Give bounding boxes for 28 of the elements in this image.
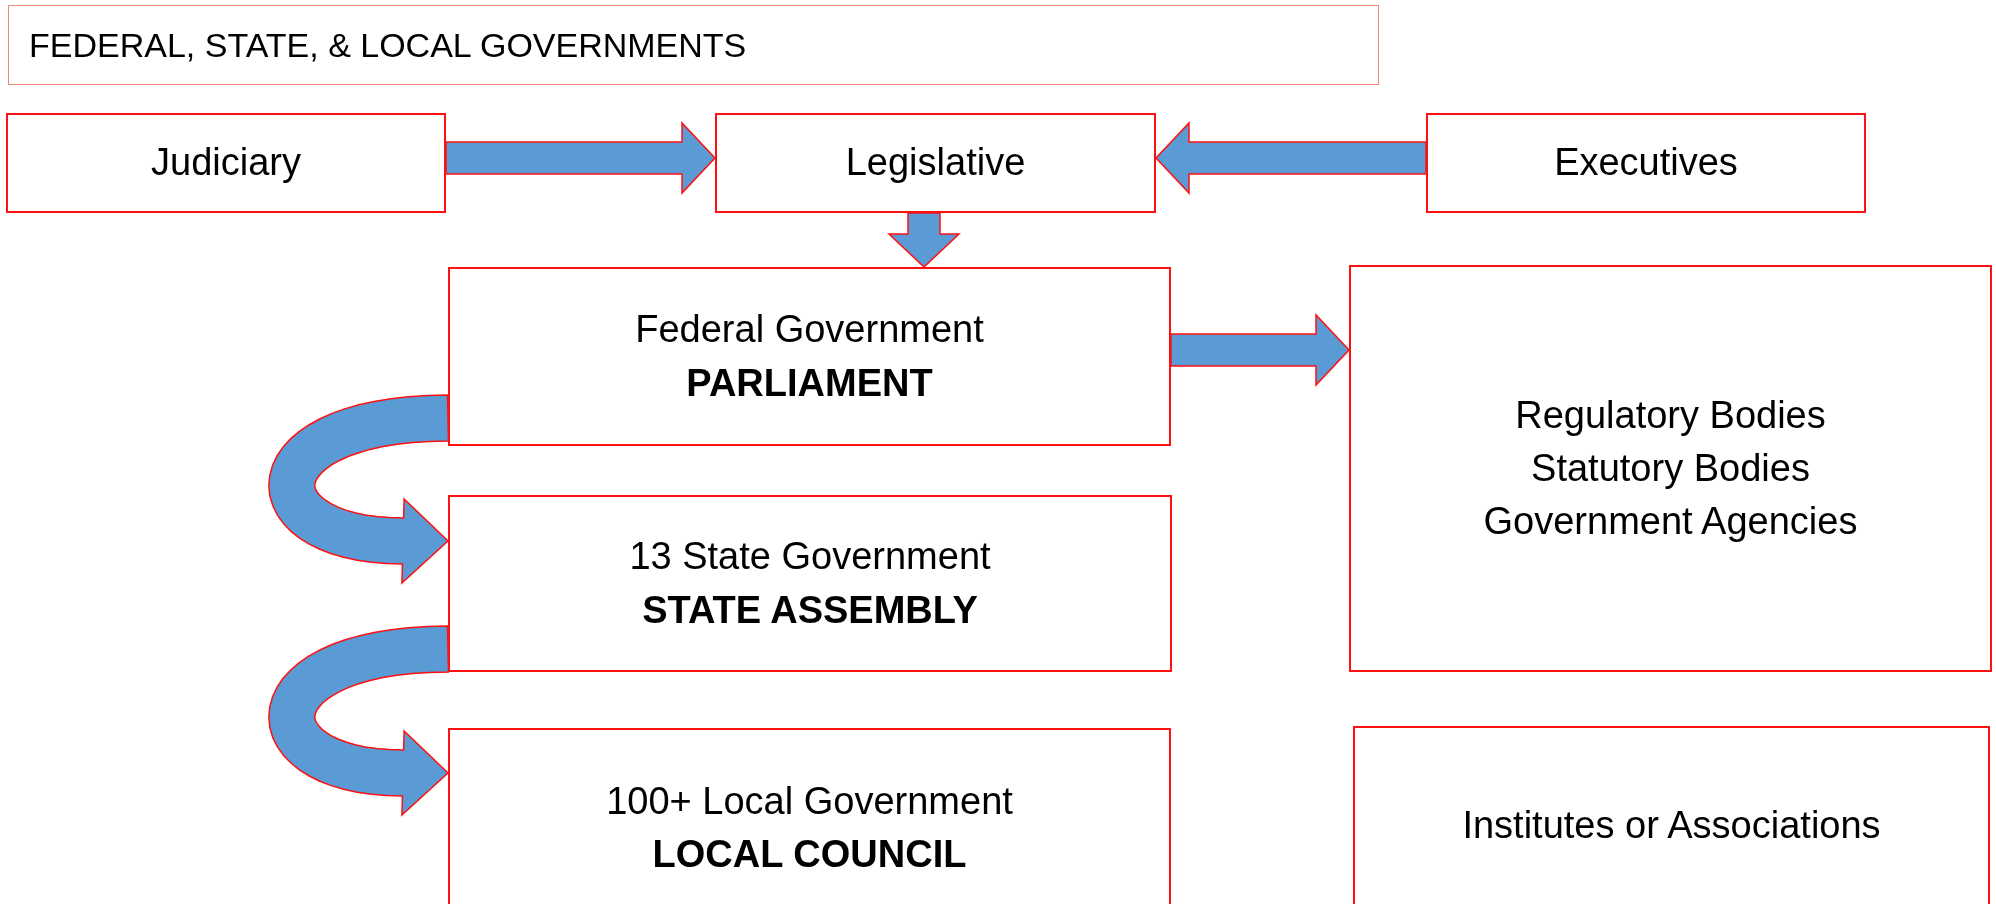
node-heading: 100+ Local Government [606, 778, 1013, 824]
node-text: Regulatory Bodies [1515, 392, 1826, 438]
process-box [448, 728, 1171, 904]
node-subheading: LOCAL COUNCIL [652, 832, 967, 877]
block-arrow [445, 121, 717, 195]
process-box [448, 495, 1172, 672]
node-text: Statutory Bodies [1531, 445, 1810, 491]
process-box [6, 113, 446, 213]
node-text: Government Agencies [1483, 499, 1858, 545]
node-heading: Federal Government [635, 307, 984, 353]
node-text: Legislative [845, 140, 1026, 186]
curved-block-arrow [268, 625, 450, 817]
node-subheading: STATE ASSEMBLY [642, 587, 978, 633]
process-box [448, 267, 1171, 446]
curved-block-arrow [268, 394, 450, 585]
node-subheading: PARLIAMENT [686, 360, 933, 406]
block-arrow [1154, 121, 1427, 195]
process-box [715, 113, 1156, 213]
block-arrow [1170, 313, 1351, 387]
title-box: FEDERAL, STATE, & LOCAL GOVERNMENTS [8, 5, 1379, 85]
node-text: Judiciary [151, 140, 301, 186]
process-box [1353, 726, 1990, 904]
node-text: Institutes or Associations [1462, 803, 1881, 849]
process-box [1426, 113, 1866, 213]
process-box [1349, 265, 1992, 672]
block-arrow [887, 212, 961, 269]
node-heading: 13 State Government [629, 534, 991, 580]
node-text: Executives [1554, 140, 1738, 186]
